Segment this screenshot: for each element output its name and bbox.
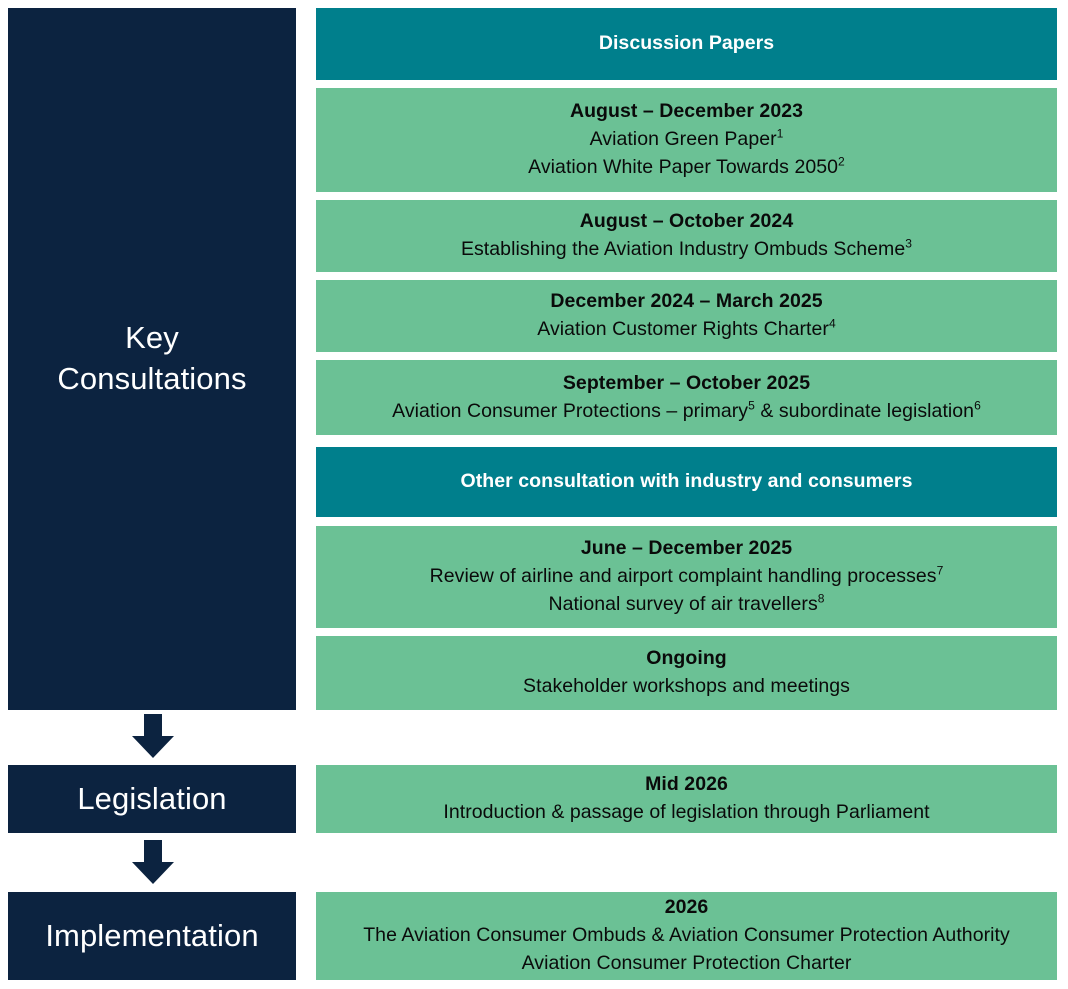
consultation-item-detail: Aviation Consumer Protections – primary5… [392, 398, 981, 426]
consultation-item-detail-text: National survey of air travellers [548, 592, 818, 615]
stage-legislation: Legislation [8, 765, 296, 833]
section-header-other-consultation: Other consultation with industry and con… [316, 447, 1057, 517]
consultation-item-detail: Stakeholder workshops and meetings [523, 675, 850, 697]
implementation-item-detail: The Aviation Consumer Ombuds & Aviation … [363, 924, 1010, 947]
consultation-item-aviation-papers: August – December 2023 Aviation Green Pa… [316, 88, 1057, 192]
arrow-down-icon-key-to-legislation [131, 714, 175, 759]
legislation-item-date: Mid 2026 [645, 773, 728, 796]
footnote-marker: 4 [828, 316, 836, 331]
footnote-marker: 3 [905, 236, 913, 251]
consultation-item-stakeholder-workshops: Ongoing Stakeholder workshops and meetin… [316, 636, 1057, 710]
consultation-item-date: June – December 2025 [580, 537, 793, 560]
footnote-marker: 2 [838, 154, 845, 169]
consultation-item-detail: National survey of air travellers8 [548, 591, 824, 619]
stage-label-implementation: Implementation [45, 917, 259, 953]
implementation-item-detail: Aviation Consumer Protection Charter [521, 951, 852, 974]
consultation-item-detail-text: Establishing the Aviation Industry Ombud… [460, 238, 906, 260]
footnote-marker: 1 [776, 126, 784, 141]
section-header-title: Other consultation with industry and con… [460, 470, 913, 493]
consultation-item-detail-text: Review of airline and airport complaint … [429, 565, 937, 588]
stage-label-legislation: Legislation [77, 780, 227, 816]
consultation-item-detail: Aviation Green Paper1 [590, 126, 784, 154]
footnote-marker: 5 [748, 398, 755, 412]
consultation-item-complaint-review-survey: June – December 2025 Review of airline a… [316, 526, 1057, 628]
consultation-item-detail-text-b: & subordinate legislation [754, 399, 975, 422]
footnote-marker: 7 [936, 563, 944, 578]
footnote-marker: 8 [817, 591, 825, 606]
consultation-item-date: August – December 2023 [569, 100, 804, 123]
consultation-item-detail-text: Aviation Green Paper [589, 128, 777, 151]
consultation-item-detail: Aviation Customer Rights Charter4 [537, 316, 835, 344]
consultation-item-detail: Aviation White Paper Towards 20502 [528, 154, 845, 182]
section-header-discussion-papers: Discussion Papers [316, 8, 1057, 80]
consultation-item-date: August – October 2024 [579, 210, 794, 233]
consultation-item-detail-text: Aviation White Paper Towards 2050 [528, 155, 839, 178]
stage-implementation: Implementation [8, 892, 296, 980]
consultation-item-detail: Review of airline and airport complaint … [430, 563, 944, 591]
implementation-item-2026: 2026 The Aviation Consumer Ombuds & Avia… [316, 892, 1057, 980]
consultation-item-date: Ongoing [646, 647, 727, 670]
stage-label-key-consultations: Key Consultations [57, 320, 247, 396]
consultation-item-date: September – October 2025 [562, 371, 811, 394]
footnote-marker: 6 [974, 398, 981, 412]
section-header-title: Discussion Papers [598, 32, 775, 55]
consultation-item-customer-rights-charter: December 2024 – March 2025 Aviation Cust… [316, 280, 1057, 352]
consultation-item-ombuds-scheme: August – October 2024 Establishing the A… [316, 200, 1057, 272]
legislation-item-mid-2026: Mid 2026 Introduction & passage of legis… [316, 765, 1057, 833]
arrow-down-icon-legislation-to-implementation [131, 840, 175, 885]
consultation-item-detail-text-a: Aviation Consumer Protections – primary [392, 399, 749, 422]
consultation-item-consumer-protections-legislation: September – October 2025 Aviation Consum… [316, 360, 1057, 435]
implementation-item-date: 2026 [664, 896, 709, 919]
consultation-item-detail-text: Aviation Customer Rights Charter [537, 318, 829, 340]
consultation-item-detail: Establishing the Aviation Industry Ombud… [461, 236, 912, 264]
consultation-item-date: December 2024 – March 2025 [550, 290, 823, 313]
legislation-item-detail: Introduction & passage of legislation th… [443, 801, 930, 823]
stage-key-consultations: Key Consultations [8, 8, 296, 710]
